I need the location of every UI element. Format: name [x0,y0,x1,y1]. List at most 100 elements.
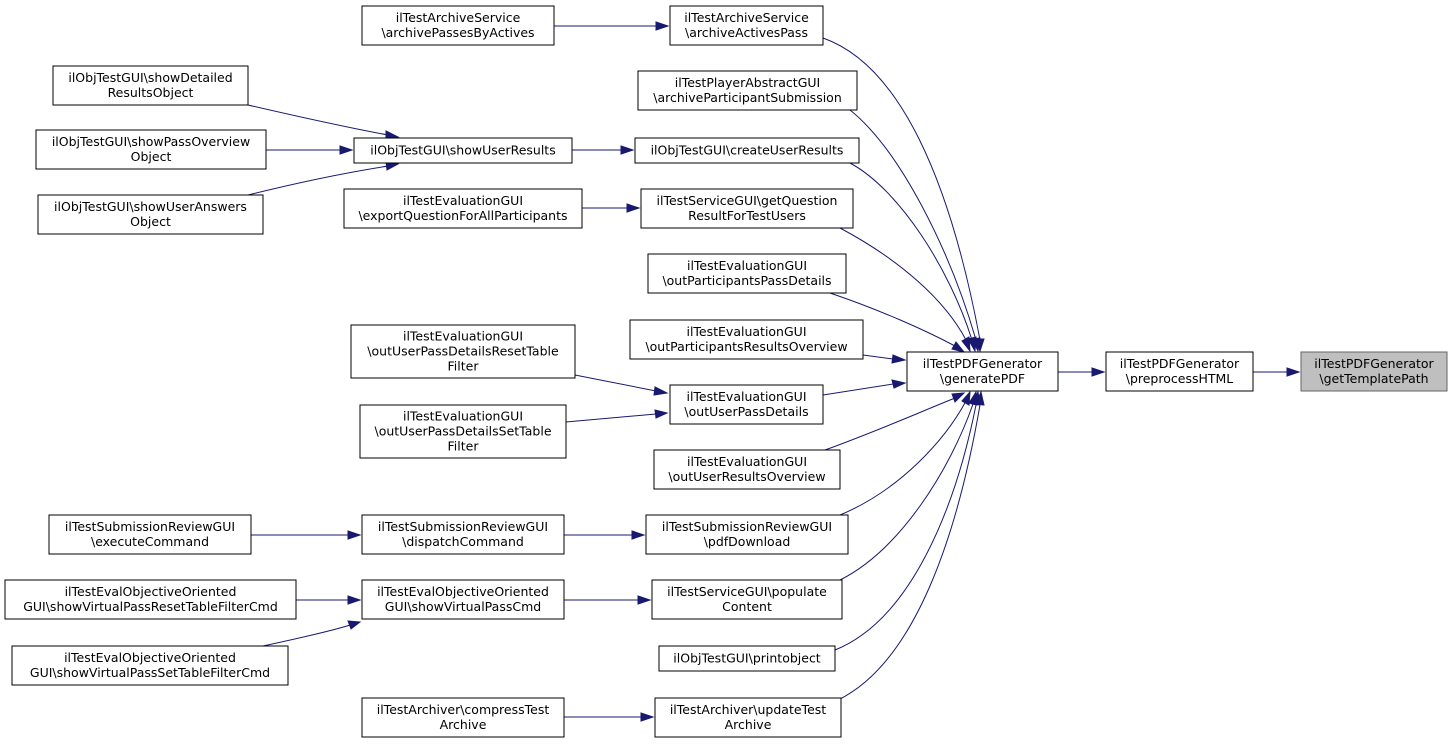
arrowhead-icon [1286,367,1301,377]
node-box [4,579,297,620]
nodes-layer: ilTestArchiveService\archivePassesByActi… [4,5,1448,738]
edge-line [822,383,894,396]
node-label-line: ilTestArchiveService [396,10,521,25]
edge-generate-pdf-to-preprocess-html [1058,367,1106,377]
node-label-line: ilObjTestGUI\showPassOverview [52,134,250,149]
node-label-line: Content [722,599,772,614]
node-box [653,449,841,490]
node-get-question-result-for-test-users[interactable]: ilTestServiceGUI\getQuestionResultForTes… [640,188,854,229]
node-box [654,697,842,738]
edge-line [262,624,351,647]
node-label-line: Filter [448,359,480,374]
node-label-line: \outUserResultsOverview [668,469,825,484]
node-show-virtual-pass-cmd[interactable]: ilTestEvalObjectiveOrientedGUI\showVirtu… [361,579,565,620]
node-out-user-results-overview[interactable]: ilTestEvaluationGUI\outUserResultsOvervi… [653,449,841,490]
node-execute-command[interactable]: ilTestSubmissionReviewGUI\executeCommand [48,514,252,555]
node-label-line: ilTestEvaluationGUI [686,389,806,404]
node-box [359,404,567,459]
arrowhead-icon [1091,367,1106,377]
edge-create-user-results-to-generate-pdf [849,162,977,353]
node-label-line: \pdfDownload [704,534,791,549]
node-show-virtual-pass-set-table-filter-cmd[interactable]: ilTestEvalObjectiveOrientedGUI\showVirtu… [11,645,289,686]
edge-show-user-results-to-create-user-results [572,145,635,155]
node-label-line: ilTestArchiver\compressTest [377,702,550,717]
node-out-user-pass-details[interactable]: ilTestEvaluationGUI\outUserPassDetails [669,384,824,425]
node-printobject[interactable]: ilObjTestGUI\printobject [658,645,836,672]
node-label-line: GUI\showVirtualPassCmd [385,599,541,614]
node-box [35,129,267,170]
node-label-line: \outParticipantsResultsOverview [645,339,847,354]
node-archive-passes-by-actives[interactable]: ilTestArchiveService\archivePassesByActi… [361,5,555,46]
node-label-line: ilTestEvaluationGUI [403,409,523,424]
node-create-user-results[interactable]: ilObjTestGUI\createUserResults [634,137,860,164]
node-box [361,5,555,46]
node-label-line: Object [130,214,171,229]
edge-export-question-for-all-participants-to-get-question-result-for-test-users [582,203,641,213]
node-out-user-pass-details-set-table-filter[interactable]: ilTestEvaluationGUI\outUserPassDetailsSe… [359,404,567,459]
node-out-user-pass-details-reset-table-filter[interactable]: ilTestEvaluationGUI\outUserPassDetailsRe… [350,324,576,379]
node-label-line: ilTestSubmissionReviewGUI [662,519,832,534]
edge-dispatch-command-to-pdf-download [564,530,646,540]
edge-out-participants-pass-details-to-generate-pdf [829,292,966,353]
node-label-line: ilObjTestGUI\showUserAnswers [54,199,247,214]
node-get-template-path[interactable]: ilTestPDFGenerator\getTemplatePath [1300,351,1448,392]
edge-line [837,404,981,701]
edge-populate-content-to-generate-pdf [839,390,978,581]
node-box [637,70,858,111]
node-show-virtual-pass-reset-table-filter-cmd[interactable]: ilTestEvalObjectiveOrientedGUI\showVirtu… [4,579,297,620]
edge-archive-participant-submission-to-generate-pdf [849,109,981,353]
node-pdf-download[interactable]: ilTestSubmissionReviewGUI\pdfDownload [645,514,849,555]
arrowhead-icon [951,341,966,353]
node-label-line: \archivePassesByActives [381,25,534,40]
edge-show-virtual-pass-cmd-to-populate-content [564,595,652,605]
node-label-line: ilTestPlayerAbstractGUI [675,75,820,90]
node-out-participants-pass-details[interactable]: ilTestEvaluationGUI\outParticipantsPassD… [647,253,847,294]
node-box [361,514,565,555]
node-dispatch-command[interactable]: ilTestSubmissionReviewGUI\dispatchComman… [361,514,565,555]
node-box [651,579,843,620]
edge-line [849,162,973,341]
node-box [629,319,864,360]
edge-printobject-to-generate-pdf [834,390,981,651]
node-label-line: ilTestPDFGenerator [923,356,1043,371]
node-preprocess-html[interactable]: ilTestPDFGenerator\preprocessHTML [1105,351,1254,392]
edge-line [574,374,657,392]
node-label-line: ilTestSubmissionReviewGUI [378,519,548,534]
node-archive-actives-pass[interactable]: ilTestArchiveService\archiveActivesPass [669,5,824,46]
arrowhead-icon [347,620,362,630]
node-label-line: ilTestArchiver\updateTest [670,702,826,717]
node-label-line: ilTestEvaluationGUI [687,258,807,273]
edge-line [247,104,389,136]
node-generate-pdf[interactable]: ilTestPDFGenerator\generatePDF [906,351,1059,392]
edge-out-user-pass-details-reset-table-filter-to-out-user-pass-details [574,374,669,396]
node-label-line: ilTestArchiveService [684,10,809,25]
node-label-line: ilTestEvaluationGUI [403,193,523,208]
arrowhead-icon [637,595,652,605]
arrowhead-icon [653,386,669,396]
edges-layer [247,21,1301,722]
node-label-line: ilTestSubmissionReviewGUI [65,519,235,534]
arrowhead-icon [961,390,971,406]
node-label-line: GUI\showVirtualPassResetTableFilterCmd [23,599,278,614]
node-export-question-for-all-participants[interactable]: ilTestEvaluationGUI\exportQuestionForAll… [343,188,583,229]
node-label-line: ilTestPDFGenerator [1314,356,1434,371]
edge-line [839,403,974,581]
node-show-user-results[interactable]: ilObjTestGUI\showUserResults [353,137,573,164]
edge-show-detailed-results-object-to-show-user-results [247,104,400,140]
node-label-line: ilTestEvaluationGUI [686,324,806,339]
node-label-line: ilTestServiceGUI\getQuestion [657,193,838,208]
node-box [361,697,565,738]
edge-pdf-download-to-generate-pdf [839,390,971,516]
node-box [1105,351,1254,392]
node-archive-participant-submission[interactable]: ilTestPlayerAbstractGUI\archiveParticipa… [637,70,858,111]
node-label-line: \outUserPassDetailsResetTable [367,344,559,359]
arrowhead-icon [626,203,641,213]
node-out-participants-results-overview[interactable]: ilTestEvaluationGUI\outParticipantsResul… [629,319,864,360]
